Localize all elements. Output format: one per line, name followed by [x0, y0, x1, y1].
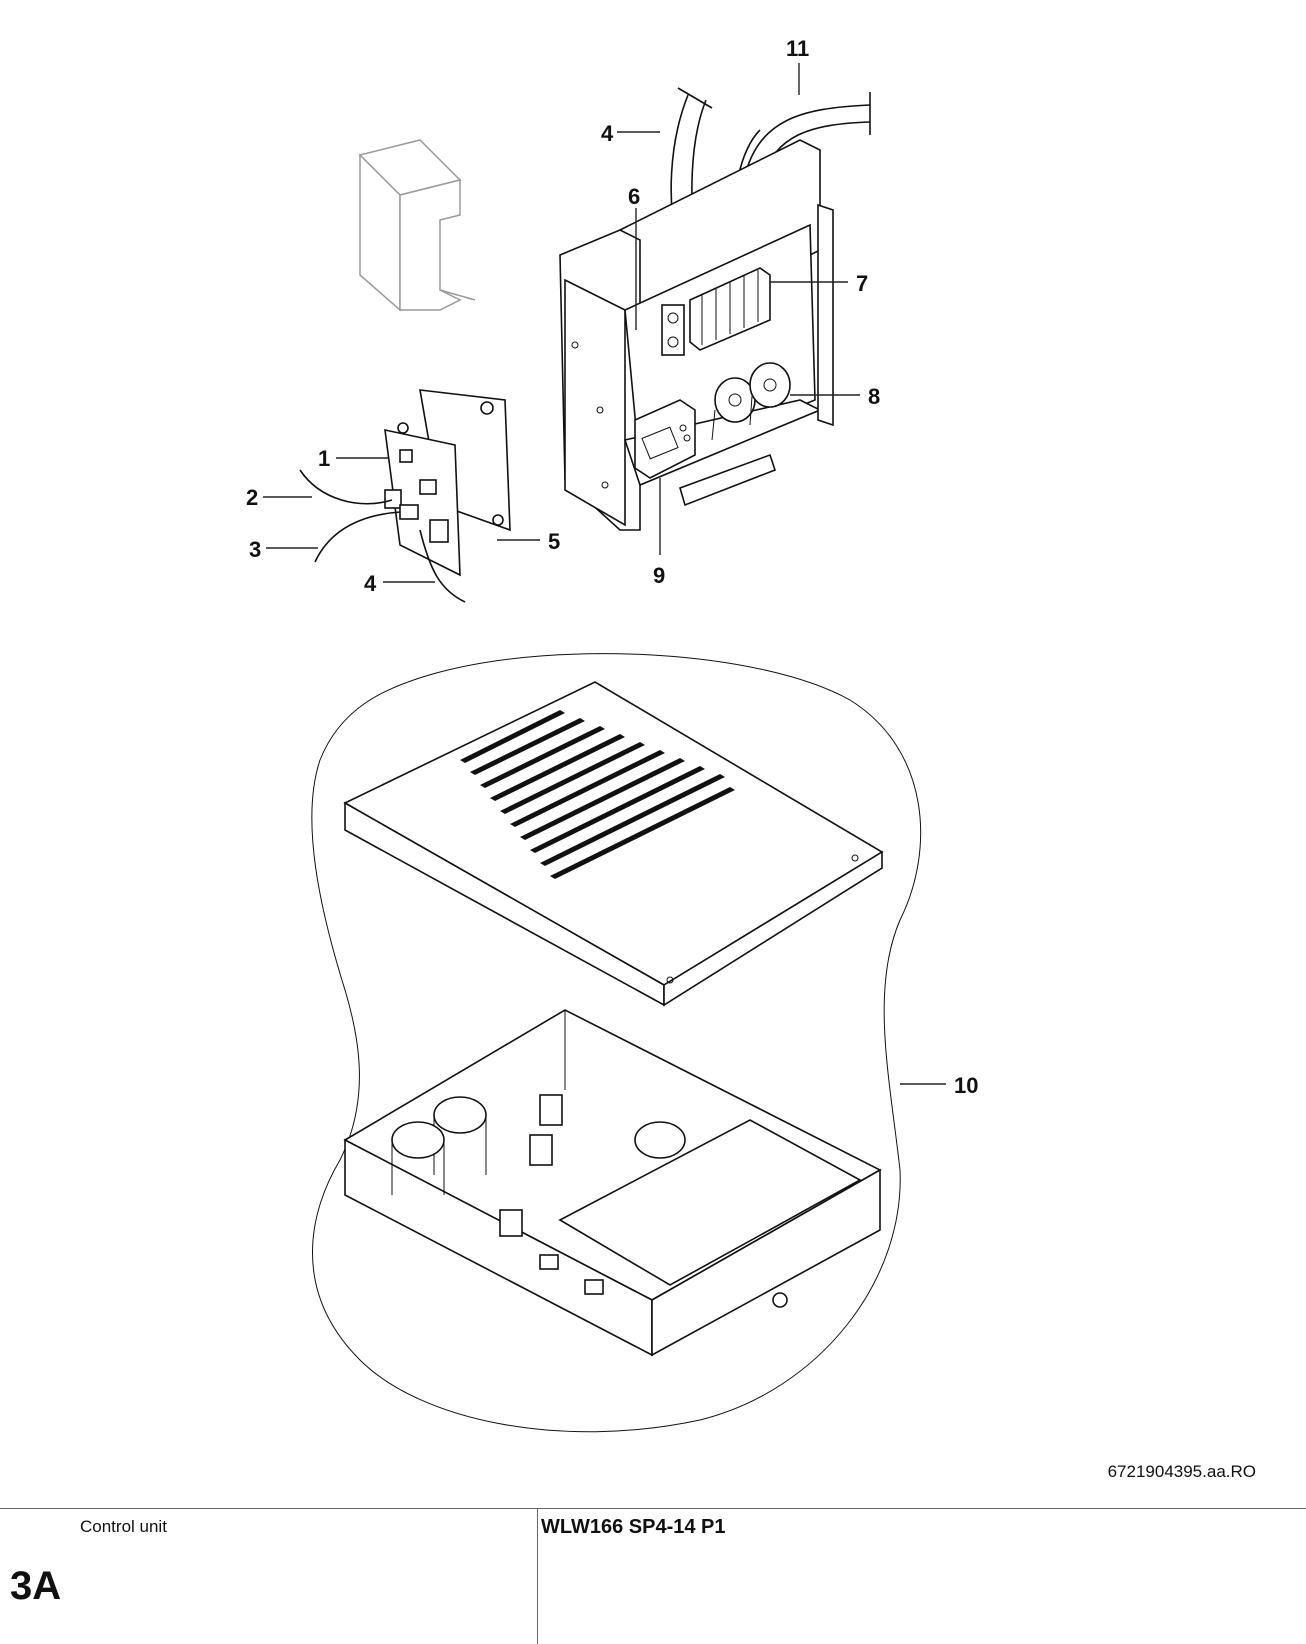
callout-11: 11 [786, 36, 809, 61]
terminal-block [689, 267, 771, 351]
callout-1: 1 [318, 446, 330, 471]
display-unit [634, 399, 696, 479]
circuit-board-assembly [384, 389, 511, 577]
callout-8: 8 [868, 384, 880, 409]
section-name: Control unit [80, 1517, 167, 1536]
callout-4-upper: 4 [601, 121, 614, 146]
cable-glands [711, 362, 791, 441]
callout-2: 2 [246, 485, 258, 510]
wires [299, 469, 466, 603]
model-name: WLW166 SP4-14 P1 [541, 1516, 726, 1538]
callout-10: 10 [954, 1073, 978, 1098]
callout-5: 5 [548, 529, 560, 554]
cover-bracket-ghost [358, 139, 476, 312]
section-code: 3A [10, 1564, 62, 1608]
callout-9: 9 [653, 563, 665, 588]
footer-divider [537, 1509, 538, 1644]
leader-lines [263, 63, 946, 1085]
callout-labels: 1 2 3 4 4 5 6 7 8 9 10 11 [246, 36, 978, 1098]
control-unit-10 [311, 653, 922, 1433]
enclosure-base [343, 1009, 882, 1357]
callout-7: 7 [856, 271, 868, 296]
control-box-housing [559, 139, 834, 531]
exploded-parts-diagram: 1 2 3 4 4 5 6 7 8 9 10 11 [246, 36, 978, 1433]
callout-6: 6 [628, 184, 640, 209]
callout-3: 3 [249, 537, 261, 562]
callout-4-lower: 4 [364, 571, 377, 596]
drawing-code: 6721904395.aa.RO [1107, 1462, 1256, 1481]
ventilated-lid [343, 681, 884, 1007]
page-footer: Control unit 3A WLW166 SP4-14 P1 [0, 1508, 1306, 1644]
